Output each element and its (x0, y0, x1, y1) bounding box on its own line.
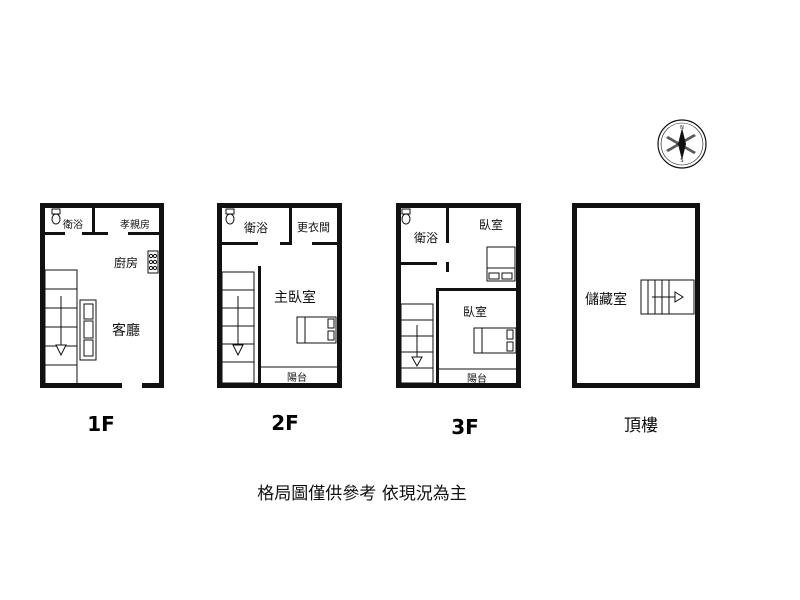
staircase-icon (44, 269, 78, 385)
wall (40, 203, 45, 388)
wall (436, 288, 439, 383)
wall (217, 203, 222, 388)
room-label-bedroom-3f-b: 臥室 (463, 304, 487, 319)
toilet-icon (225, 208, 235, 225)
wall (401, 262, 437, 265)
wall (436, 288, 516, 291)
floor-1f-plan: 衛浴 孝親房 廚房 客廳 1F (40, 203, 164, 436)
room-label-elder-room: 孝親房 (120, 218, 150, 231)
wall (258, 266, 261, 383)
wall (40, 383, 122, 388)
room-label-living-room: 客廳 (112, 322, 140, 339)
room-label-balcony-2f: 陽台 (287, 371, 307, 384)
wall (289, 203, 292, 243)
room-label-bedroom-3f-a: 臥室 (479, 217, 503, 232)
wall (572, 203, 700, 208)
floor-roof-plan: 儲藏室 頂樓 (572, 203, 700, 436)
floor-label-3f: 3F (451, 415, 479, 439)
wall (572, 383, 700, 388)
compass-north: N (680, 125, 684, 131)
wall (572, 203, 577, 388)
wall (516, 203, 521, 388)
staircase-icon (221, 271, 255, 384)
disclaimer-caption: 格局圖僅供參考 依現況為主 (257, 484, 466, 504)
bed-icon (296, 316, 337, 344)
wall (446, 208, 449, 243)
wall (45, 232, 65, 235)
floor-label-1f: 1F (87, 412, 115, 436)
bed-icon (473, 327, 517, 354)
floor-3f-plan: 衛浴 臥室 臥室 陽台 3F (396, 203, 521, 439)
wall (312, 242, 337, 245)
wall (446, 262, 449, 272)
staircase-icon (400, 303, 434, 384)
room-label-balcony-3f: 陽台 (467, 372, 487, 385)
wall (337, 203, 342, 388)
floor-2f-plan: 衛浴 更衣間 主臥室 陽台 2F (217, 203, 342, 435)
room-label-bath-2f: 衛浴 (244, 221, 268, 235)
wall (40, 203, 164, 208)
wall (82, 232, 108, 235)
wall (128, 232, 159, 235)
sofa-icon (79, 299, 97, 361)
room-label-closet: 更衣間 (297, 220, 330, 234)
compass-icon: N S (657, 119, 707, 169)
wall (217, 203, 342, 208)
room-label-bath-1f: 衛浴 (63, 218, 83, 231)
toilet-icon (51, 208, 61, 225)
room-label-kitchen: 廚房 (114, 255, 138, 270)
wall (695, 203, 700, 388)
room-label-master-bedroom: 主臥室 (274, 289, 316, 306)
room-label-bath-3f: 衛浴 (414, 231, 438, 245)
wall (92, 203, 95, 233)
stove-icon (147, 250, 159, 274)
wall (396, 203, 401, 388)
floor-label-2f: 2F (271, 411, 299, 435)
wall (159, 203, 164, 388)
bed-icon (486, 246, 516, 282)
staircase-icon (640, 279, 695, 315)
wall (396, 203, 521, 208)
room-label-storage-room: 儲藏室 (585, 291, 627, 308)
wall (222, 242, 258, 245)
toilet-icon (401, 208, 411, 225)
wall (142, 383, 164, 388)
wall (396, 383, 521, 388)
floor-label-roof: 頂樓 (624, 416, 658, 436)
wall (217, 383, 342, 388)
compass-south: S (680, 158, 683, 164)
wall (280, 242, 292, 245)
